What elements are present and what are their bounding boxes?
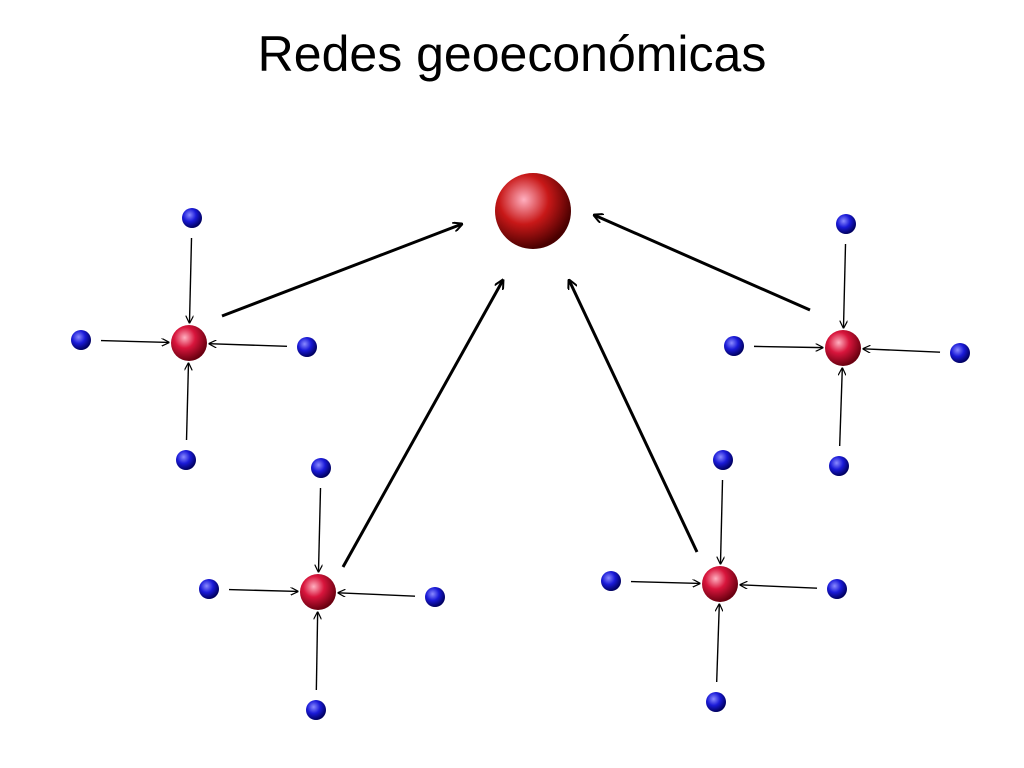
cluster-top-left-top-arrow bbox=[189, 237, 191, 323]
cluster-top-left-center-node bbox=[171, 325, 207, 361]
cluster-bottom-left-to-hub-arrow bbox=[341, 280, 503, 568]
cluster-top-right-left-satellite bbox=[724, 336, 744, 356]
cluster-top-left-left-arrow bbox=[100, 341, 169, 343]
cluster-top-right-center-node bbox=[825, 330, 861, 366]
cluster-bottom-right-right-arrow bbox=[740, 585, 818, 588]
cluster-bottom-left-left-arrow bbox=[228, 590, 298, 592]
cluster-bottom-left-left-satellite bbox=[199, 579, 219, 599]
edges-layer bbox=[100, 215, 941, 691]
cluster-top-left-to-hub-arrow bbox=[221, 224, 462, 318]
cluster-bottom-right-top-arrow bbox=[720, 479, 722, 564]
cluster-top-right-right-arrow bbox=[863, 349, 941, 352]
cluster-top-left-bottom-satellite bbox=[176, 450, 196, 470]
cluster-bottom-right-to-hub-arrow bbox=[569, 280, 699, 553]
cluster-top-left-bottom-arrow bbox=[187, 363, 189, 441]
cluster-bottom-left-bottom-arrow bbox=[316, 612, 317, 691]
cluster-bottom-right-top-satellite bbox=[713, 450, 733, 470]
cluster-top-left-top-satellite bbox=[182, 208, 202, 228]
cluster-bottom-left-right-satellite bbox=[425, 587, 445, 607]
cluster-top-right-left-arrow bbox=[753, 346, 823, 347]
cluster-bottom-right-left-arrow bbox=[630, 582, 700, 584]
cluster-bottom-left-top-arrow bbox=[318, 487, 320, 572]
nodes-layer bbox=[71, 173, 970, 720]
cluster-top-right-bottom-arrow bbox=[840, 368, 843, 447]
cluster-bottom-right-left-satellite bbox=[601, 571, 621, 591]
cluster-bottom-left-center-node bbox=[300, 574, 336, 610]
cluster-top-right-top-arrow bbox=[843, 243, 845, 328]
cluster-bottom-right-center-node bbox=[702, 566, 738, 602]
cluster-bottom-left-right-arrow bbox=[338, 593, 416, 596]
cluster-top-right-to-hub-arrow bbox=[594, 215, 811, 312]
cluster-top-left-right-satellite bbox=[297, 337, 317, 357]
cluster-bottom-right-bottom-satellite bbox=[706, 692, 726, 712]
cluster-top-left-left-satellite bbox=[71, 330, 91, 350]
cluster-bottom-left-bottom-satellite bbox=[306, 700, 326, 720]
central-hub bbox=[495, 173, 571, 249]
cluster-bottom-right-right-satellite bbox=[827, 579, 847, 599]
cluster-top-right-bottom-satellite bbox=[829, 456, 849, 476]
cluster-top-right-top-satellite bbox=[836, 214, 856, 234]
cluster-bottom-right-bottom-arrow bbox=[717, 604, 720, 683]
page-title: Redes geoeconómicas bbox=[257, 26, 767, 82]
cluster-top-right-right-satellite bbox=[950, 343, 970, 363]
cluster-bottom-left-top-satellite bbox=[311, 458, 331, 478]
cluster-top-left-right-arrow bbox=[209, 344, 288, 347]
